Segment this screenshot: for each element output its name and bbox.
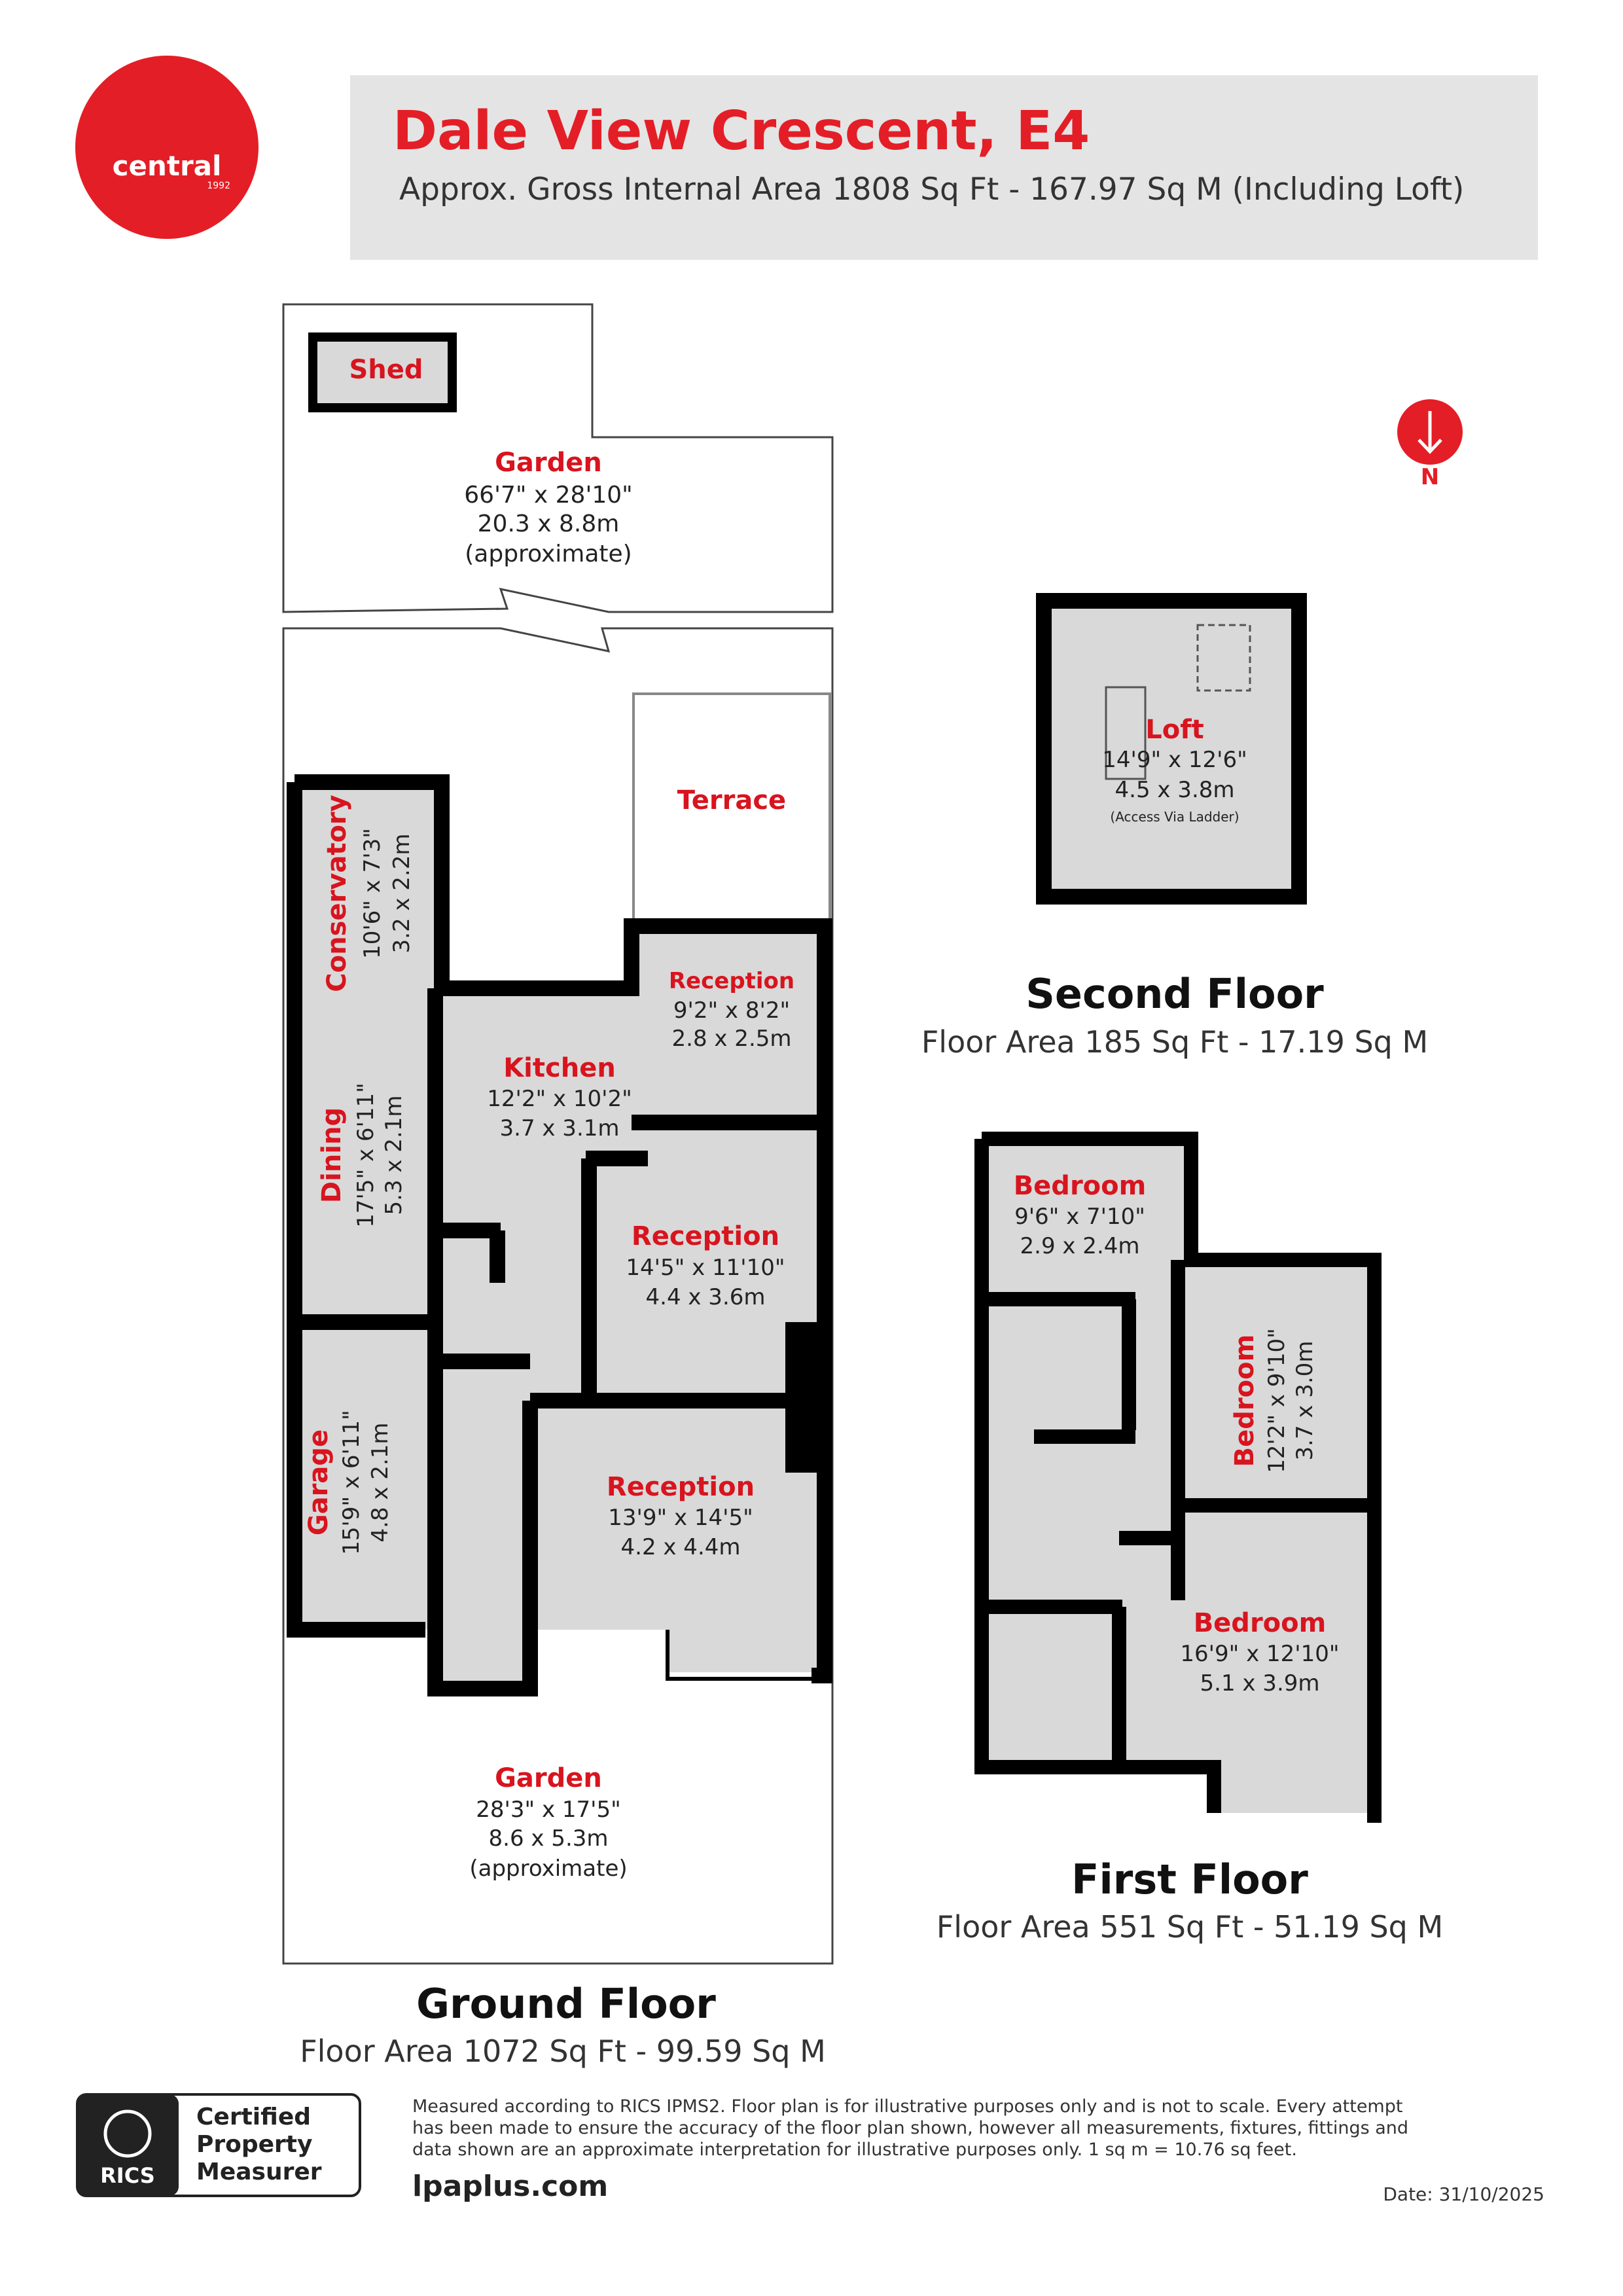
room-dim-metric-kitchen: 3.7 x 3.1m (500, 1115, 620, 1141)
brand-logo-text: central (113, 150, 222, 182)
room-dim-imperial-conservatory: 10'6" x 7'3" (359, 828, 385, 959)
room-name-conservatory: Conservatory (322, 795, 352, 992)
room-name-bedroom-2: Bedroom (1230, 1335, 1260, 1467)
brand-logo-year: 1992 (207, 181, 230, 191)
ground-pillar (785, 1322, 818, 1473)
ground-walls (287, 774, 832, 1696)
floor-title-first: First Floor (1071, 1856, 1308, 1903)
room-note-garden-front: (approximate) (469, 1856, 627, 1882)
room-dim-metric-garage: 4.8 x 2.1m (367, 1423, 393, 1543)
room-name-garage: Garage (304, 1429, 334, 1535)
room-name-kitchen: Kitchen (503, 1053, 616, 1083)
rics-badge-org: RICS (100, 2163, 155, 2188)
website-link[interactable]: lpaplus.com (412, 2170, 608, 2203)
room-name-reception-front: Reception (607, 1472, 755, 1502)
room-labels: Shed Garden 66'7" x 28'10" 20.3 x 8.8m (… (304, 355, 1340, 1882)
room-dim-imperial-reception-mid: 14'5" x 11'10" (626, 1255, 785, 1281)
room-dim-imperial-reception-small: 9'2" x 8'2" (673, 997, 790, 1024)
rics-lion-icon (103, 2109, 152, 2158)
room-note-loft: (Access Via Ladder) (1110, 809, 1239, 825)
room-dim-metric-reception-mid: 4.4 x 3.6m (646, 1284, 766, 1310)
loft-hatch-icon (1105, 686, 1147, 780)
garden-rear-outline (282, 303, 834, 613)
room-name-shed: Shed (349, 355, 423, 385)
floor-title-second: Second Floor (1026, 970, 1324, 1018)
room-name-reception-small: Reception (669, 968, 794, 994)
room-dim-metric-bedroom-3: 5.1 x 3.9m (1200, 1670, 1320, 1696)
room-dim-metric-dining: 5.3 x 2.1m (381, 1096, 407, 1215)
disclaimer-line-1: Measured according to RICS IPMS2. Floor … (412, 2096, 1402, 2117)
room-dim-imperial-dining: 17'5" x 6'11" (353, 1083, 379, 1228)
room-name-reception-mid: Reception (632, 1221, 779, 1251)
house-ground-fill (288, 782, 825, 1685)
first-floor-plan (974, 1132, 1382, 1823)
compass-label: N (1421, 464, 1439, 490)
room-dim-imperial-garden-front: 28'3" x 17'5" (476, 1797, 621, 1823)
floor-area-second: Floor Area 185 Sq Ft - 17.19 Sq M (921, 1024, 1428, 1060)
room-dim-imperial-kitchen: 12'2" x 10'2" (487, 1086, 632, 1112)
room-name-garden-front: Garden (495, 1763, 602, 1793)
room-dim-imperial-reception-front: 13'9" x 14'5" (608, 1505, 753, 1531)
footer: RICS Certified Property Measurer Measure… (76, 2093, 1544, 2205)
room-dim-imperial-garage: 15'9" x 6'11" (338, 1410, 365, 1555)
ground-floor-plan (282, 303, 834, 1965)
room-dim-metric-bedroom-1: 2.9 x 2.4m (1020, 1233, 1140, 1259)
yard-outline (282, 627, 834, 1965)
room-dim-metric-garden-rear: 20.3 x 8.8m (478, 511, 620, 537)
room-name-bedroom-1: Bedroom (1014, 1171, 1147, 1201)
rics-logo-block (77, 2094, 179, 2196)
room-dim-metric-reception-small: 2.8 x 2.5m (672, 1026, 792, 1052)
second-floor-plan (1036, 593, 1307, 905)
page-subtitle: Approx. Gross Internal Area 1808 Sq Ft -… (399, 171, 1464, 207)
room-dim-imperial-loft: 14'9" x 12'6" (1102, 747, 1247, 773)
room-dim-imperial-bedroom-3: 16'9" x 12'10" (1180, 1641, 1339, 1667)
rics-badge-line2: Property (196, 2131, 313, 2158)
room-name-terrace: Terrace (677, 785, 786, 816)
room-dim-metric-loft: 4.5 x 3.8m (1115, 777, 1235, 803)
room-name-loft: Loft (1145, 715, 1204, 745)
room-name-garden-rear: Garden (495, 448, 602, 478)
room-name-dining: Dining (317, 1107, 347, 1203)
room-dim-imperial-bedroom-1: 9'6" x 7'10" (1014, 1204, 1145, 1230)
rics-badge-line3: Measurer (196, 2159, 322, 2185)
room-name-bedroom-3: Bedroom (1194, 1608, 1327, 1638)
room-dim-metric-conservatory: 3.2 x 2.2m (389, 834, 415, 954)
rics-badge-line1: Certified (196, 2104, 311, 2130)
compass: N (1397, 399, 1463, 490)
room-dim-metric-garden-front: 8.6 x 5.3m (489, 1825, 609, 1852)
header: central 1992 Dale View Crescent, E4 Appr… (75, 56, 1538, 260)
first-floor-walls (974, 1132, 1382, 1823)
floor-area-first: Floor Area 551 Sq Ft - 51.19 Sq M (936, 1909, 1443, 1945)
floor-title-ground: Ground Floor (416, 1980, 716, 2028)
room-dim-imperial-garden-rear: 66'7" x 28'10" (464, 482, 632, 509)
room-note-garden-rear: (approximate) (465, 541, 632, 567)
floor-titles: Second Floor Floor Area 185 Sq Ft - 17.1… (300, 970, 1443, 2069)
disclaimer-line-2: has been made to ensure the accuracy of … (412, 2118, 1408, 2138)
brand-logo (75, 56, 259, 239)
page-title: Dale View Crescent, E4 (393, 100, 1090, 162)
front-bay-window (666, 1630, 812, 1681)
room-dim-imperial-bedroom-2: 12'2" x 9'10" (1264, 1328, 1290, 1473)
header-panel (350, 75, 1538, 260)
plan-date: Date: 31/10/2025 (1383, 2183, 1544, 2205)
room-dim-metric-bedroom-2: 3.7 x 3.0m (1292, 1341, 1318, 1461)
shed (308, 332, 457, 412)
loft-skylight-icon (1196, 624, 1251, 692)
room-dim-metric-reception-front: 4.2 x 4.4m (621, 1534, 741, 1560)
disclaimer-line-3: data shown are an approximate interpreta… (412, 2140, 1297, 2160)
loft-room (1036, 593, 1307, 905)
floor-area-ground: Floor Area 1072 Sq Ft - 99.59 Sq M (300, 2034, 826, 2069)
